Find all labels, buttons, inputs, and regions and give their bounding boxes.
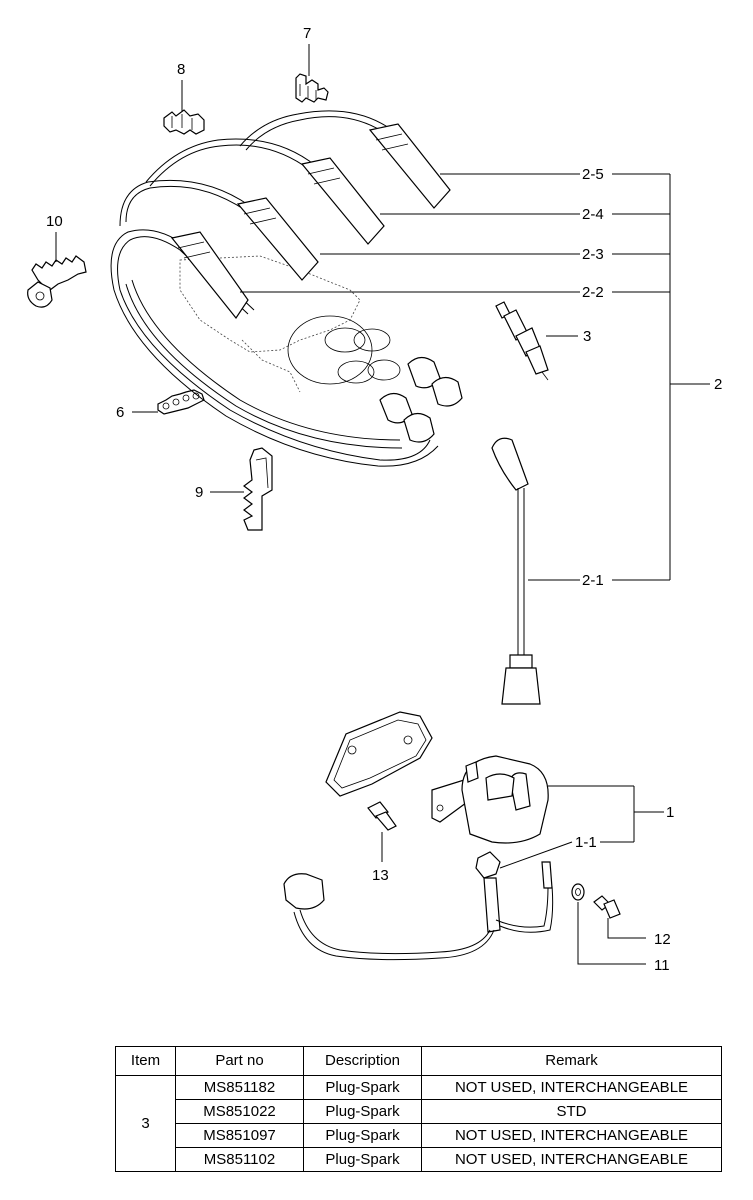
table-row: MS851102 Plug-Spark NOT USED, INTERCHANG… [116,1147,722,1172]
plug-boot-2-5 [368,123,451,209]
part-9-cable-holder [243,447,273,531]
part-11-washer [571,883,585,901]
callout-7: 7 [303,25,311,42]
part-1-ignition-coil [431,755,549,844]
distributor-assembly [179,255,401,393]
header-remark: Remark [421,1046,722,1076]
cell-remark: NOT USED, INTERCHANGEABLE [421,1147,722,1172]
table-row: MS851097 Plug-Spark NOT USED, INTERCHANG… [116,1123,722,1148]
cell-item: 3 [115,1075,176,1172]
callout-10: 10 [46,213,63,230]
part-7-clip [295,73,329,103]
plug-boot-2-3 [236,197,319,281]
cell-part-no: MS851102 [175,1147,304,1172]
callout-1-1: 1-1 [575,834,597,851]
cell-description: Plug-Spark [303,1075,422,1100]
table-row: MS851022 Plug-Spark STD [116,1099,722,1124]
distributor-cap-elbows [379,356,463,443]
callout-2-3: 2-3 [582,246,604,263]
callout-3: 3 [583,328,591,345]
cell-remark: STD [421,1099,722,1124]
plug-boot-2-4 [300,157,385,245]
header-part-no: Part no [175,1046,304,1076]
exploded-parts-diagram: 7 8 10 6 9 [27,25,722,974]
cell-remark: NOT USED, INTERCHANGEABLE [421,1123,722,1148]
callout-12: 12 [654,931,671,948]
parts-table: Item Part no Description Remark 3 MS8511… [115,1046,722,1172]
part-6-cable-holder [157,389,205,415]
part-2-1-coil-cable [491,437,541,705]
callout-2-1: 2-1 [582,572,604,589]
callout-2-4: 2-4 [582,206,604,223]
cell-description: Plug-Spark [303,1099,422,1124]
part-8-clip [163,109,205,135]
callout-8: 8 [177,61,185,78]
table-header-row: Item Part no Description Remark [115,1046,722,1076]
callout-1: 1 [666,804,674,821]
callout-9: 9 [195,484,203,501]
table-row: 3 MS851182 Plug-Spark NOT USED, INTERCHA… [115,1075,722,1172]
cell-part-no: MS851097 [175,1123,304,1148]
callout-2-2: 2-2 [582,284,604,301]
callout-bracket-2 [240,173,710,581]
cell-part-no: MS851022 [175,1099,304,1124]
cell-description: Plug-Spark [303,1123,422,1148]
callout-2: 2 [714,376,722,393]
header-item: Item [115,1046,176,1076]
part-1-1-harness [283,851,554,961]
cell-part-no: MS851182 [175,1075,304,1100]
callout-13: 13 [372,867,389,884]
part-13-bolt [367,801,397,831]
callout-2-5: 2-5 [582,166,604,183]
plug-boot-2-2 [170,231,249,320]
header-description: Description [303,1046,422,1076]
callout-6: 6 [116,404,124,421]
cell-remark: NOT USED, INTERCHANGEABLE [421,1075,722,1100]
callout-11: 11 [654,957,670,974]
cell-description: Plug-Spark [303,1147,422,1172]
callout-bracket-1 [499,785,664,869]
part-3-spark-plug [495,301,549,381]
part-10-holder-bracket [27,255,87,308]
gasket-plate [325,711,433,797]
part-12-bolt [593,895,621,919]
ignition-cable-set [110,110,439,467]
